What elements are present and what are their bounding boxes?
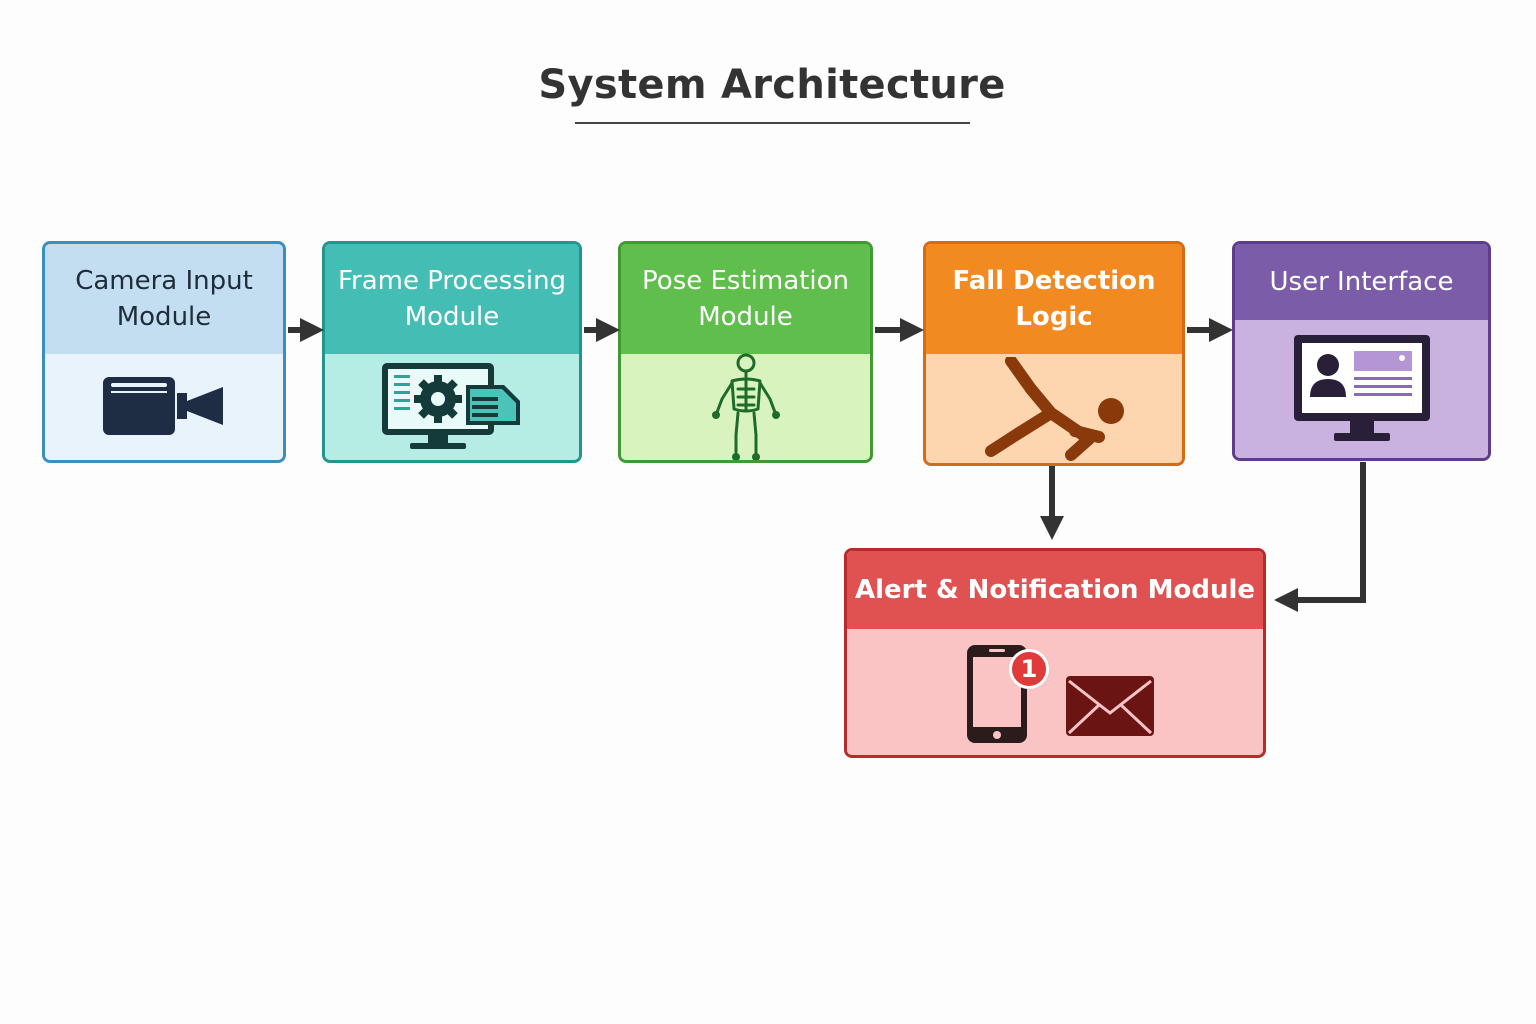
diagram-title: System Architecture (538, 62, 1006, 108)
title-underline (575, 122, 970, 124)
arrow-ui-to-alert (1274, 462, 1366, 612)
camera-input-module-body (45, 354, 283, 460)
frame-processing-module-header: Frame Processing Module (325, 244, 579, 354)
fall-detection-logic-label: Fall Detection Logic (952, 266, 1156, 332)
frame-processing-module-body (325, 354, 579, 460)
notification-badge-count: 1 (1020, 655, 1038, 683)
pose-estimation-module-header: Pose Estimation Module (621, 244, 870, 354)
user-interface-label: User Interface (1269, 267, 1454, 297)
envelope-icon (1066, 676, 1154, 736)
camera-input-module-header: Camera Input Module (45, 244, 283, 354)
user-interface-box: User Interface (1232, 241, 1491, 461)
fall-detection-logic-box: Fall Detection Logic (923, 241, 1185, 466)
alert-notification-module-body: 1 (847, 629, 1263, 755)
pose-estimation-module-label: Pose Estimation Module (642, 266, 849, 332)
pose-estimation-module-box: Pose Estimation Module (618, 241, 873, 463)
notification-badge: 1 (1009, 649, 1049, 689)
user-interface-header: User Interface (1235, 244, 1488, 320)
frame-processing-module-label: Frame Processing Module (337, 266, 567, 332)
fall-detection-logic-header: Fall Detection Logic (926, 244, 1182, 354)
monitor-gear-icon (382, 363, 520, 449)
alert-notification-module-label: Alert & Notification Module (854, 575, 1256, 605)
fall-detection-logic-body (926, 354, 1182, 463)
monitor-profile-icon (1293, 335, 1430, 441)
frame-processing-module-box: Frame Processing Module (322, 241, 582, 463)
user-interface-body (1235, 320, 1488, 458)
camera-input-module-box: Camera Input Module (42, 241, 286, 463)
alert-notification-module-box: Alert & Notification Module 1 (844, 548, 1266, 758)
camera-input-module-label: Camera Input Module (75, 266, 253, 332)
video-camera-icon (103, 377, 223, 435)
pose-estimation-module-body (621, 353, 870, 460)
falling-person-icon (985, 356, 1124, 461)
alert-notification-module-header: Alert & Notification Module (847, 551, 1263, 629)
human-skeleton-icon (711, 353, 780, 460)
